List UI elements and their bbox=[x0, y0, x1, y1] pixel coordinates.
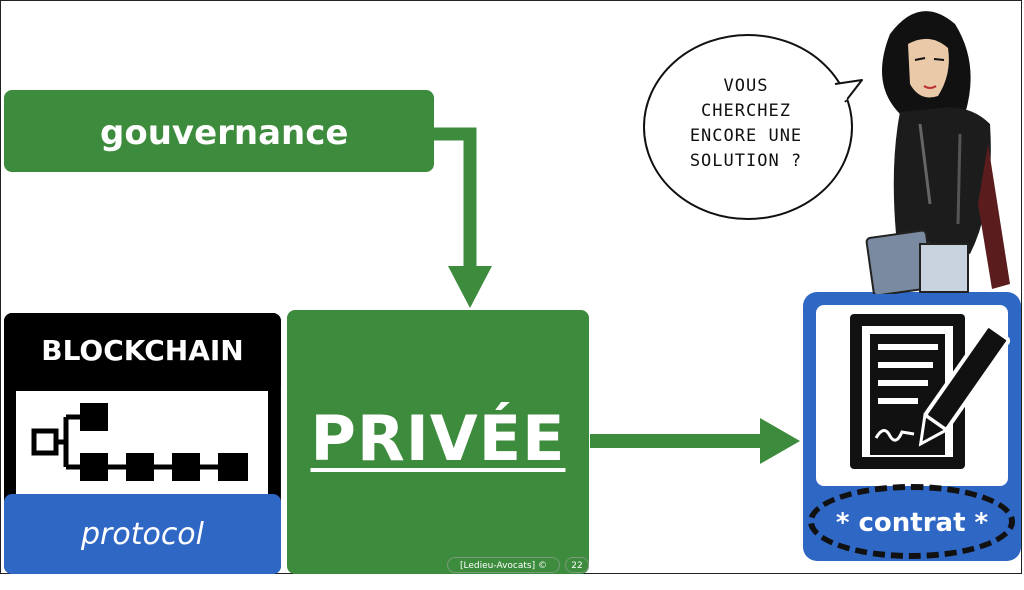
speech-line: ENCORE UNE bbox=[689, 126, 803, 146]
governance-box bbox=[4, 90, 434, 172]
blockchain-header bbox=[4, 313, 281, 391]
contract-label: * contrat * bbox=[835, 508, 989, 538]
blockchain-title: BLOCKCHAIN bbox=[41, 334, 244, 367]
speech-line: CHERCHEZ bbox=[701, 101, 791, 121]
contract-document-icon bbox=[850, 314, 1010, 469]
arrow-head-right bbox=[760, 418, 800, 464]
protocol-label: protocol bbox=[80, 517, 205, 552]
pen-icon bbox=[918, 324, 1010, 447]
blockchain-left-border bbox=[4, 380, 16, 500]
privee-box bbox=[287, 310, 589, 574]
footer-page-number: 22 bbox=[565, 557, 589, 573]
contract-dashed-oval bbox=[808, 484, 1015, 559]
footer-credit: [Ledieu-Avocats] © 2020 bbox=[447, 557, 560, 587]
privee-label: PRIVÉE bbox=[310, 402, 566, 475]
speech-line: SOLUTION ? bbox=[689, 151, 803, 171]
arrow-governance-to-privee bbox=[434, 127, 477, 268]
speech-bubble bbox=[643, 34, 863, 220]
blockchain-chain-icon bbox=[31, 403, 248, 481]
speech-line: VOUS bbox=[723, 76, 769, 96]
blockchain-right-border bbox=[268, 380, 280, 500]
speech-bubble-text: VOUS CHERCHEZ ENCORE UNE SOLUTION ? bbox=[660, 74, 832, 174]
governance-label: gouvernance bbox=[100, 113, 349, 153]
protocol-box bbox=[4, 494, 281, 574]
comic-woman-illustration bbox=[865, 11, 1010, 294]
arrow-privee-to-contrat bbox=[590, 434, 768, 448]
connector-arrows bbox=[434, 127, 800, 464]
arrow-head-down bbox=[448, 266, 492, 308]
